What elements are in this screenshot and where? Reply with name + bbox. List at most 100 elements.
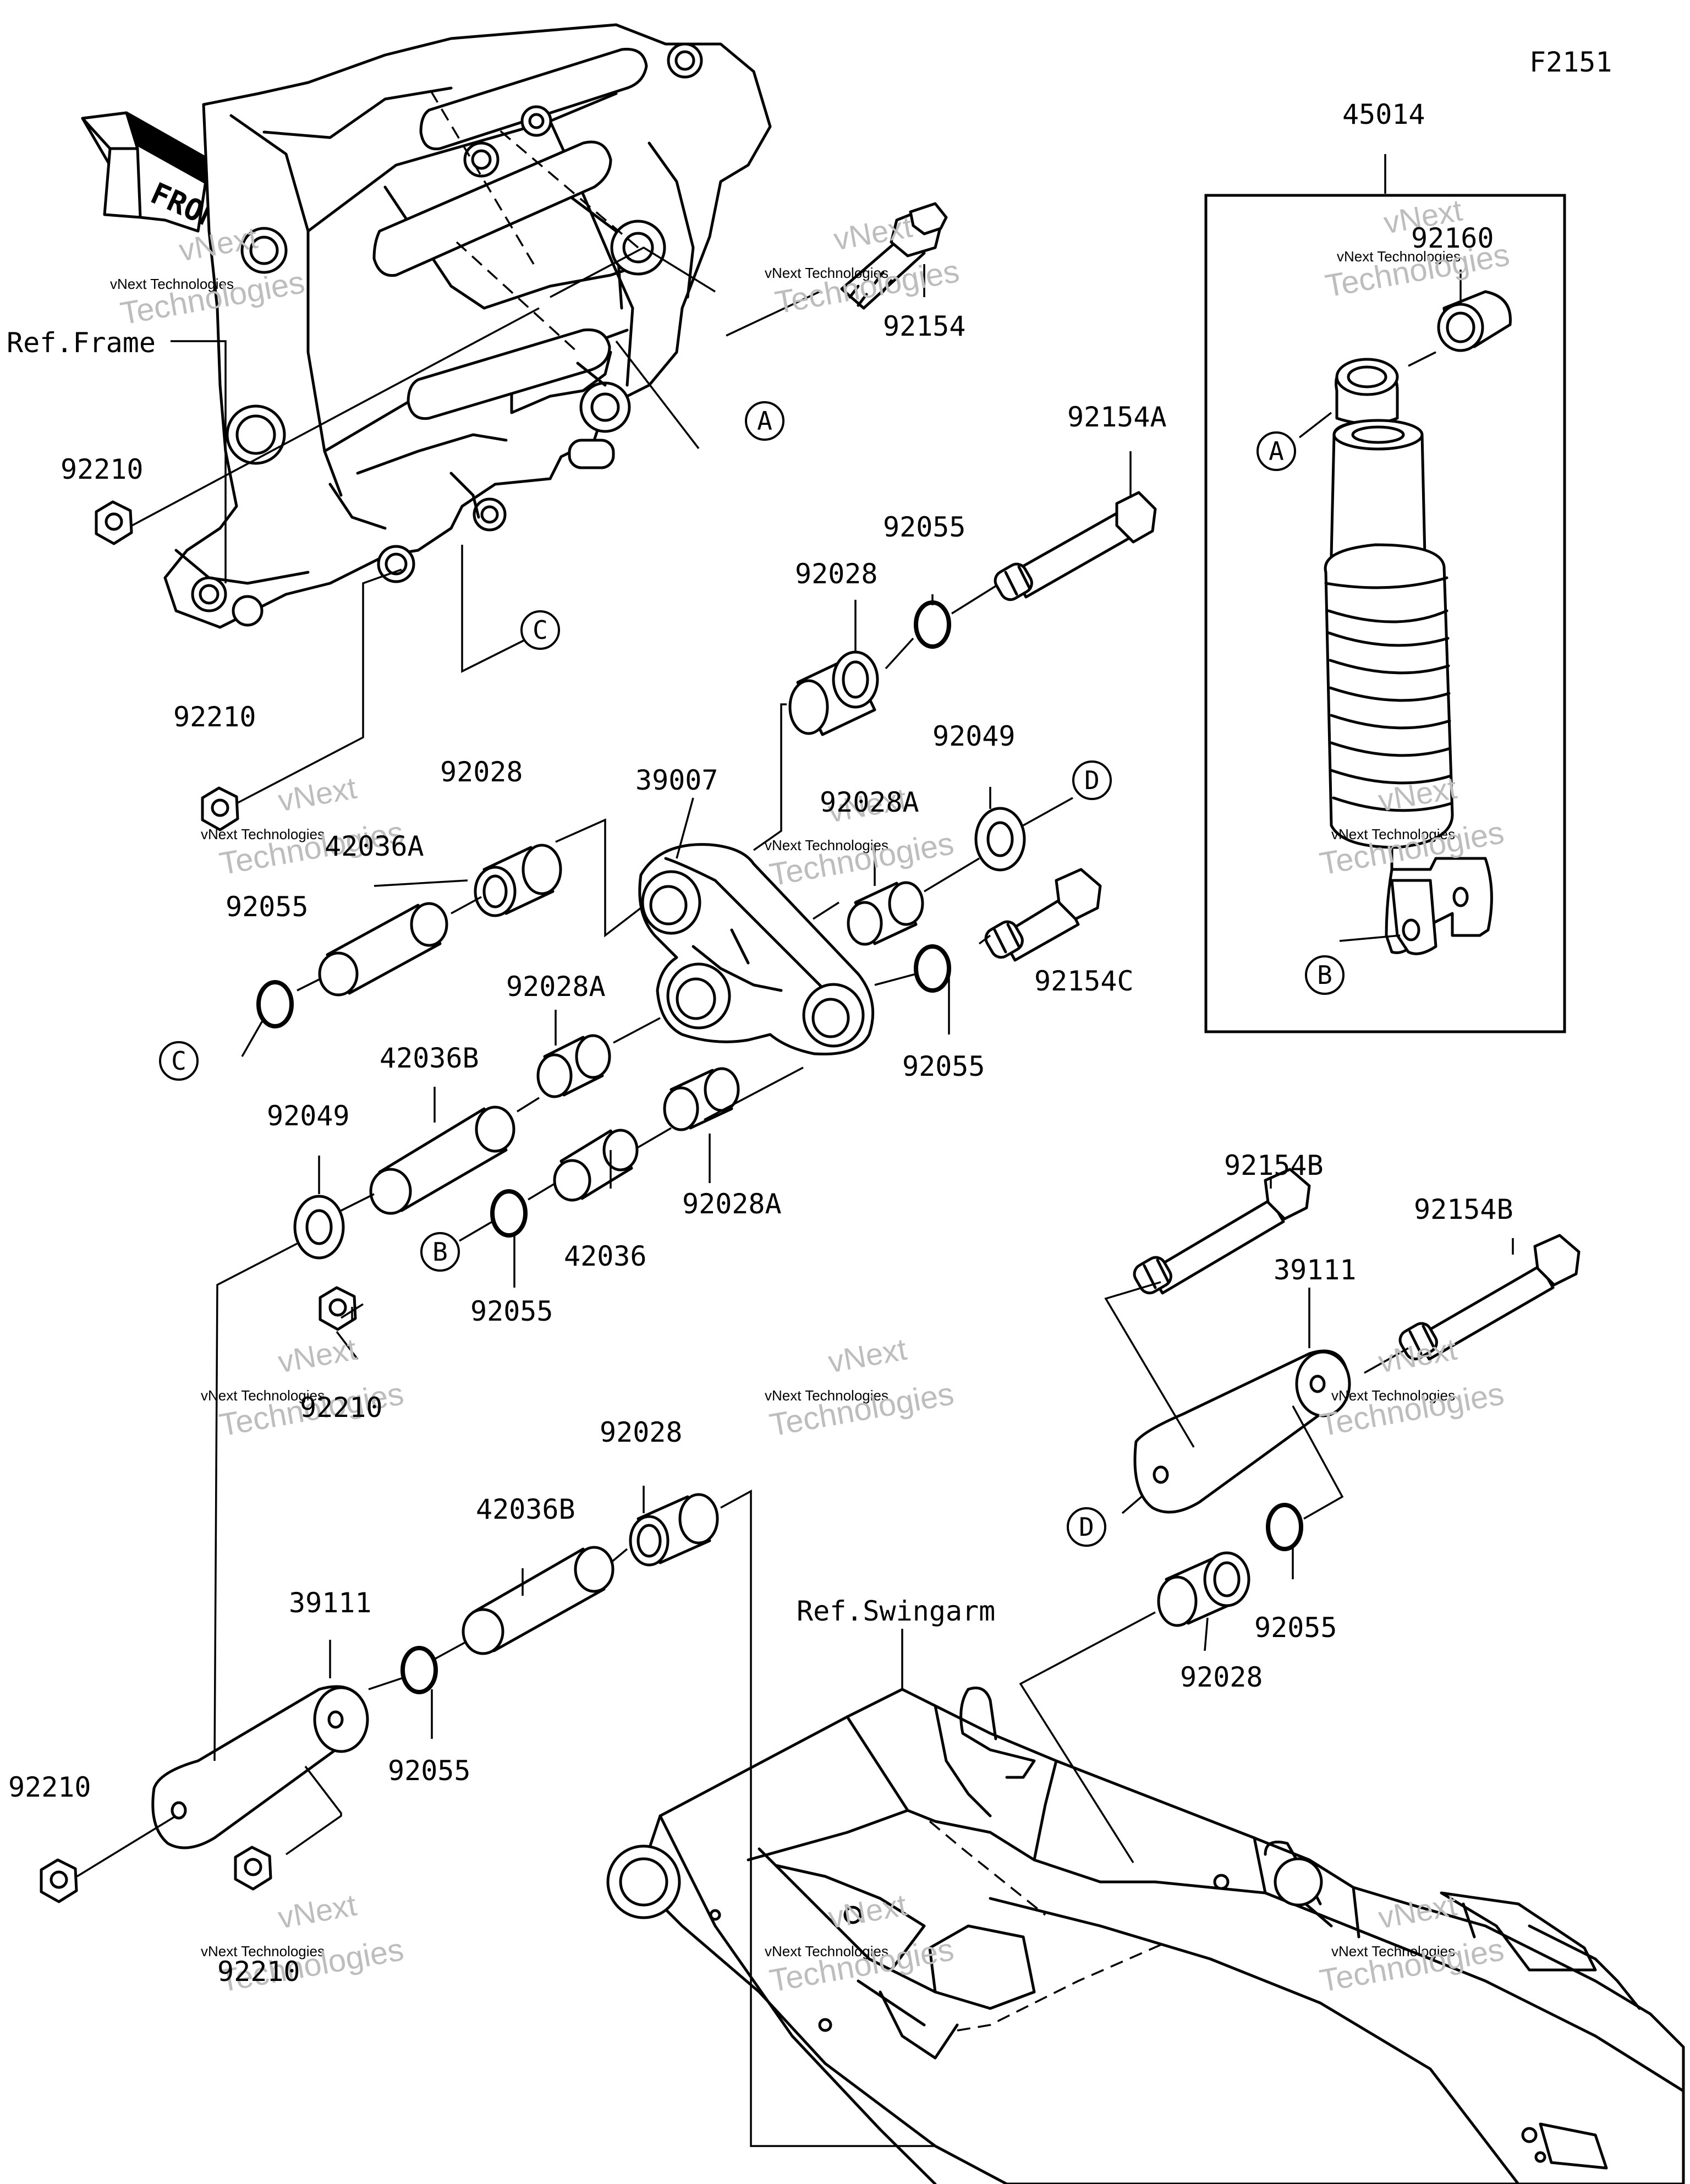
watermark-word: Technologies [767,1376,957,1443]
svg-text:B: B [432,1237,448,1267]
orings-92055-drawing [256,600,1303,1694]
shock-absorber-box [1204,194,1566,1033]
part-label-92028a-c: 92028A [682,1188,782,1220]
watermark-company: vNext Technologies [201,1387,325,1404]
part-label-92028a-a: 92028A [820,786,919,818]
watermark-company: vNext Technologies [765,1943,888,1959]
watermark-company: vNext Technologies [110,276,234,292]
part-label-92055-e: 92055 [1254,1612,1337,1644]
watermark-company: vNext Technologies [1337,248,1461,265]
part-label-92055-c: 92055 [902,1050,985,1082]
part-label-92055-a: 92055 [883,511,966,543]
part-label-92055-d: 92055 [470,1295,553,1327]
part-label-92210-d: 92210 [8,1771,91,1803]
washer-92049-lower-drawing [293,1195,345,1260]
svg-text:A: A [757,406,772,436]
watermark-company: vNext Technologies [765,837,888,853]
nuts-92210-drawing [40,500,357,1903]
watermark-company: vNext Technologies [765,265,888,281]
part-label-39007: 39007 [635,764,718,796]
ref-frame-label: Ref.Frame [7,327,156,359]
bolt-92154b-upper-drawing [1133,1168,1311,1295]
part-labels: F2151 Ref.Frame Ref.Swingarm 45014 92160… [7,46,1612,1988]
part-label-92154b-a: 92154B [1224,1150,1324,1181]
part-label-92154a: 92154A [1067,401,1167,433]
callout-d-rod: D [1067,1507,1106,1547]
part-label-92210-c: 92210 [300,1392,383,1424]
part-label-92028-b: 92028 [440,756,523,788]
collar-42036a-drawing [318,902,448,997]
callout-b-shock: B [1305,955,1345,995]
part-label-92049-b: 92049 [267,1100,350,1132]
svg-text:D: D [1079,1512,1094,1542]
part-label-92154c: 92154C [1034,965,1134,997]
svg-text:A: A [1269,436,1284,466]
washer-92049-upper-drawing [974,807,1026,872]
bushing-92160-drawing [1437,290,1512,352]
callout-c-frame: C [520,610,560,650]
part-label-45014: 45014 [1342,98,1425,130]
part-label-92154b-b: 92154B [1414,1194,1513,1225]
bushing-92028-lower-drawing [629,1493,719,1567]
swingarm-drawing [606,1687,1685,2184]
rod-39111-right-drawing [1133,1349,1351,1514]
ref-swingarm-label: Ref.Swingarm [797,1595,995,1627]
callout-a-shock: A [1256,431,1296,471]
svg-text:C: C [533,615,548,645]
part-label-42036: 42036 [564,1240,647,1272]
watermark-logo: vNext [826,1332,909,1380]
part-label-42036a: 42036A [325,830,424,862]
svg-text:D: D [1084,765,1100,795]
part-label-42036b-a: 42036B [380,1042,479,1074]
bolt-92154c-drawing [984,868,1102,962]
watermark-company: vNext Technologies [1331,826,1455,842]
collar-42036b-lower-drawing [462,1546,614,1655]
bushing-92028a-upper-drawing [847,881,924,946]
part-label-39111-b: 39111 [289,1587,372,1619]
part-label-92049-a: 92049 [932,720,1016,752]
svg-text:C: C [171,1046,186,1076]
bushing-92028-upper-drawing [788,650,879,736]
part-label-39111-a: 39111 [1274,1254,1357,1286]
watermark-logo: vNext [276,1332,359,1380]
part-label-92028-a: 92028 [795,558,878,590]
part-label-92210-e: 92210 [217,1956,300,1988]
watermark-company: vNext Technologies [1331,1943,1455,1959]
watermark-company: vNext Technologies [201,826,325,842]
callout-b-rocker: B [420,1232,460,1272]
collar-42036b-upper-drawing [369,1105,515,1215]
frame-drawing [163,23,772,629]
watermark-company: vNext Technologies [201,1943,325,1959]
bushing-92028a-left-drawing [536,1034,611,1098]
bolt-92154a-drawing [994,491,1157,601]
callout-c-rocker: C [159,1041,199,1081]
part-label-92210-b: 92210 [173,701,256,733]
callout-d-rocker: D [1072,760,1112,800]
rocker-arm-drawing [638,843,875,1056]
callout-a-frame: A [745,401,784,441]
bolt-92154-drawing [840,202,948,310]
part-label-42036b-b: 42036B [476,1493,575,1525]
watermark-logo: vNext [276,1887,359,1935]
rod-39111-left-drawing [151,1685,369,1849]
collar-42036-drawing [553,1129,639,1202]
part-label-92210-a: 92210 [61,453,144,485]
shock-absorber-drawing [1324,358,1493,955]
bushing-92028-right-drawing [1157,1551,1250,1627]
part-label-92160: 92160 [1411,222,1494,254]
watermark-company: vNext Technologies [1331,1387,1455,1404]
part-label-92055-f: 92055 [388,1755,471,1787]
part-label-92028-d: 92028 [1180,1661,1263,1693]
watermark-company: vNext Technologies [765,1387,888,1404]
part-label-92028-c: 92028 [600,1416,683,1448]
svg-text:B: B [1317,960,1332,990]
bushing-92028a-right-drawing [663,1067,740,1131]
figure-code: F2151 [1529,46,1612,78]
watermark-word: Technologies [767,825,957,893]
part-label-92154: 92154 [883,310,966,342]
callout-markers: A A B B C C D D [159,401,1345,1547]
assembly-lines [76,154,1514,2147]
bushing-92028-middle-drawing [474,844,562,917]
watermark-logo: vNext [1376,1332,1459,1380]
